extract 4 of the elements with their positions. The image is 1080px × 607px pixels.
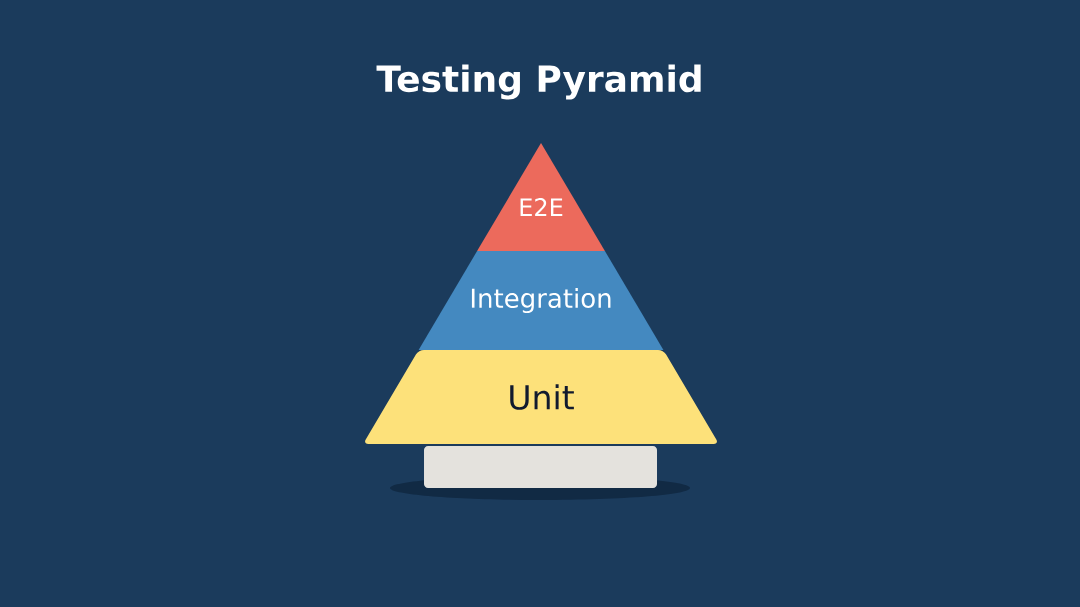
pyramid-layer: E2E [477, 143, 605, 251]
pyramid-layer: Unit [365, 350, 717, 444]
title: Testing Pyramid [376, 64, 701, 100]
pyramid-layer: Integration [418, 251, 664, 350]
